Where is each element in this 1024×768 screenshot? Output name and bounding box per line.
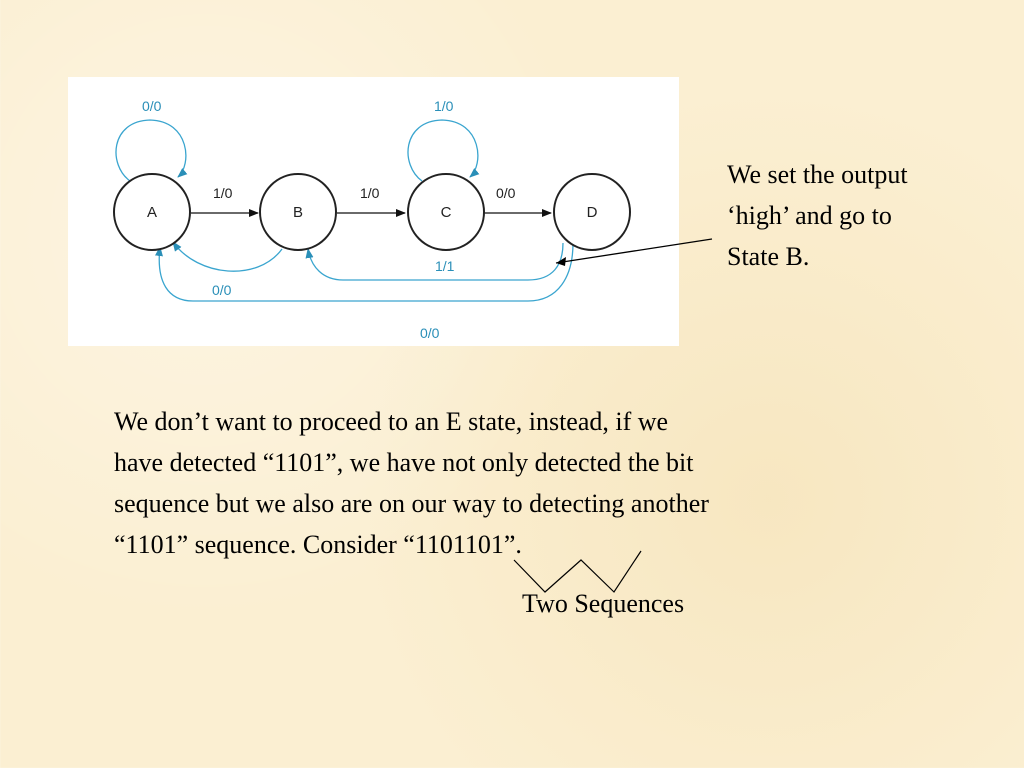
edge-d-a [155, 242, 574, 302]
edge-b-a [172, 241, 283, 272]
edge-label-d-b: 1/1 [435, 258, 455, 274]
side-note-line: State B. [727, 242, 810, 271]
edge-label-a-b: 1/0 [213, 185, 233, 201]
edge-label-b-c: 1/0 [360, 185, 380, 201]
side-note-line: ‘high’ and go to [727, 201, 892, 230]
state-a: A [113, 173, 191, 251]
two-sequences-label: Two Sequences [522, 589, 685, 618]
body-paragraph: We don’t want to proceed to an E state, … [114, 401, 914, 565]
edge-label-a-a: 0/0 [142, 98, 162, 114]
edge-label-c-d: 0/0 [496, 185, 516, 201]
edge-a-a [115, 119, 188, 182]
state-d-label: D [587, 204, 598, 221]
side-note: We set the output ‘high’ and go to State… [727, 154, 987, 277]
state-b-label: B [293, 204, 303, 221]
body-line: have detected “1101”, we have not only d… [114, 448, 694, 477]
edge-c-c [407, 119, 480, 182]
body-line: “1101” sequence. Consider “1101101”. [114, 530, 522, 559]
state-a-label: A [147, 204, 157, 221]
edge-label-b-a: 0/0 [212, 282, 232, 298]
state-diagram-svg: 0/0 1/0 1/0 1/0 0/0 0/0 1/1 0/0 A B C [113, 98, 631, 341]
state-c: C [407, 173, 485, 251]
edge-label-c-c: 1/0 [434, 98, 454, 114]
body-line: sequence but we also are on our way to d… [114, 489, 709, 518]
state-diagram: 0/0 1/0 1/0 1/0 0/0 0/0 1/1 0/0 A B C [68, 77, 679, 346]
state-d: D [553, 173, 631, 251]
body-line: We don’t want to proceed to an E state, … [114, 407, 669, 436]
state-c-label: C [441, 204, 452, 221]
state-b: B [259, 173, 337, 251]
side-note-line: We set the output [727, 160, 908, 189]
edge-label-d-a: 0/0 [420, 325, 440, 341]
